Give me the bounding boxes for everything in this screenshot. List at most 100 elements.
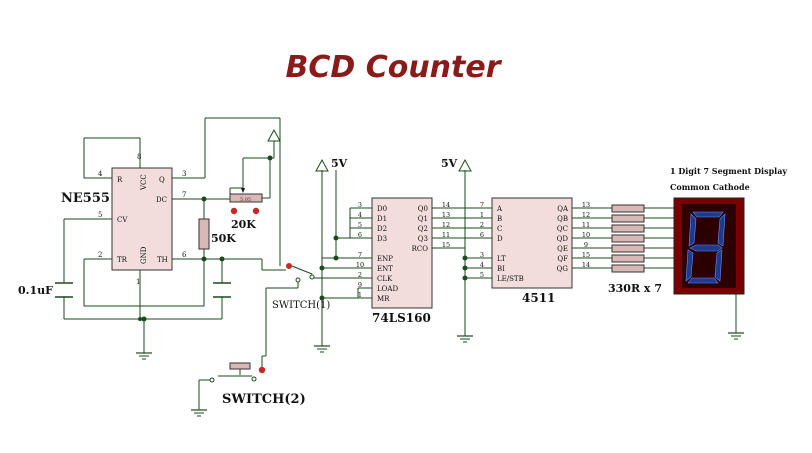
capacitor-cv <box>55 282 73 298</box>
decoder.right_pins-pin-label: QF <box>557 255 568 263</box>
display-caption-line1: 1 Digit 7 Segment Display <box>670 166 787 176</box>
page-title: BCD Counter <box>285 50 502 85</box>
decoder.right_pins-pin-label: QG <box>557 265 569 273</box>
ne555-chip: NE555 R Q DC CV TR TH VCC GND 4 3 7 5 2 … <box>61 153 187 286</box>
counter.left_pins-pin-number: 4 <box>358 211 362 219</box>
decoder.right_pins-pin-number: 14 <box>582 261 590 269</box>
decoder.left_pins-pin-label: A <box>496 205 503 213</box>
counter.left_pins-pin-label: ENP <box>377 255 393 263</box>
counter.right_pins-pin-label: Q0 <box>418 205 428 213</box>
decoder.left_pins-pin-number: 4 <box>480 261 484 269</box>
resistor-330r <box>611 234 645 243</box>
decoder.right_pins-pin-number: 9 <box>584 241 588 249</box>
decoder.left_pins-pin-number: 5 <box>480 271 484 279</box>
decoder.left_pins-pin-label: BI <box>497 265 505 273</box>
ground-symbol <box>190 401 208 417</box>
decoder.left_pins-pin-number: 6 <box>480 231 484 239</box>
counter.right_pins-pin-label: Q2 <box>418 225 428 233</box>
switch-1[interactable] <box>286 263 315 283</box>
ne555-pin-num-cv: 5 <box>98 211 102 219</box>
decoder.right_pins-pin-label: QB <box>557 215 568 223</box>
ground-symbol <box>313 337 331 353</box>
counter.left_pins-pin-number: 9 <box>358 281 362 289</box>
decoder.right_pins-pin-label: QD <box>557 235 569 243</box>
resistor-330r <box>611 244 645 253</box>
counter.right_pins-pin-label: RCO <box>412 245 429 253</box>
ground-symbol <box>135 344 153 360</box>
resistor-330r <box>611 214 645 223</box>
switch-1-label: SWITCH(1) <box>272 300 330 311</box>
ne555-pin-gnd-label: GND <box>140 246 148 264</box>
capacitor-label: 0.1uF <box>18 284 53 297</box>
resistor-50k: 50K <box>198 218 236 250</box>
counter.left_pins-pin-label: MR <box>377 295 390 303</box>
pot-decrease-button[interactable] <box>230 207 238 215</box>
supply-5v-1 <box>315 158 329 172</box>
ne555-pin-tr-label: TR <box>117 256 128 264</box>
counter.left_pins-pin-label: LOAD <box>377 285 398 293</box>
decoder.left_pins-pin-number: 3 <box>480 251 484 259</box>
decoder.left_pins-pin-number: 7 <box>480 201 484 209</box>
ne555-pin-num-r: 4 <box>98 170 103 178</box>
counter.left_pins-pin-number: 1 <box>358 291 362 299</box>
resistor-330r <box>611 224 645 233</box>
decoder.left_pins-pin-number: 1 <box>480 211 484 219</box>
counter.left_pins-pin-label: D1 <box>377 215 387 223</box>
pot-increase-button[interactable] <box>252 207 260 215</box>
switch-2-label: SWITCH(2) <box>222 392 306 407</box>
ne555-pin-vcc-label: VCC <box>140 174 148 191</box>
ne555-name: NE555 <box>61 191 110 206</box>
potentiometer-value: 5.05 <box>240 197 251 203</box>
junctions <box>138 155 468 322</box>
counter.left_pins-pin-number: 5 <box>358 221 362 229</box>
counter.left_pins-pin-number: 3 <box>358 201 362 209</box>
resistor-330r <box>611 204 645 213</box>
counter.right_pins-pin-number: 12 <box>442 221 450 229</box>
decoder.left_pins-pin-label: C <box>497 225 502 233</box>
counter-name: 74LS160 <box>372 311 431 325</box>
decoder.right_pins-pin-label: QC <box>557 225 568 233</box>
counter.right_pins-pin-label: Q1 <box>418 215 428 223</box>
supply-5v-2-label: 5V <box>441 157 458 170</box>
ne555-pin-num-tr: 2 <box>98 251 102 259</box>
counter.left_pins-pin-label: CLK <box>377 275 393 283</box>
wires <box>63 117 737 402</box>
decoder.right_pins-pin-number: 12 <box>582 211 590 219</box>
decoder-name: 4511 <box>522 291 555 305</box>
switch-2[interactable] <box>209 362 266 383</box>
decoder.right_pins-pin-number: 10 <box>582 231 590 239</box>
ne555-pin-num-gnd: 1 <box>136 278 140 286</box>
ne555-pin-num-vcc: 8 <box>137 153 141 161</box>
decoder.left_pins-pin-label: LT <box>497 255 506 263</box>
seven-segment-display <box>673 197 745 295</box>
capacitor-timing <box>213 282 231 298</box>
decoder.right_pins-pin-label: QA <box>557 205 569 213</box>
decoder.right_pins-pin-number: 15 <box>582 251 590 259</box>
decoder.left_pins-pin-label: LE/STB <box>497 275 524 283</box>
supply-5v-2 <box>458 158 472 172</box>
counter.left_pins-pin-label: D2 <box>377 225 387 233</box>
counter.right_pins-pin-number: 15 <box>442 241 450 249</box>
counter.left_pins-pin-number: 10 <box>356 261 364 269</box>
counter.right_pins-pin-number: 14 <box>442 201 450 209</box>
ground-symbol <box>456 327 474 343</box>
decoder.right_pins-pin-label: QE <box>557 245 568 253</box>
ne555-pin-th-label: TH <box>157 256 168 264</box>
decoder.left_pins-pin-label: B <box>497 215 502 223</box>
ne555-pin-num-q: 3 <box>182 170 186 178</box>
ne555-pin-num-dc: 7 <box>182 191 186 199</box>
ne555-pin-num-th: 6 <box>182 251 187 259</box>
counter.left_pins-pin-label: D0 <box>377 205 387 213</box>
decoder.right_pins-pin-number: 13 <box>582 201 590 209</box>
counter.left_pins-pin-number: 6 <box>358 231 362 239</box>
decoder.left_pins-pin-number: 2 <box>480 221 484 229</box>
potentiometer-20k[interactable]: 5.05 20K <box>229 188 263 231</box>
ne555-pin-q-label: Q <box>159 176 165 184</box>
